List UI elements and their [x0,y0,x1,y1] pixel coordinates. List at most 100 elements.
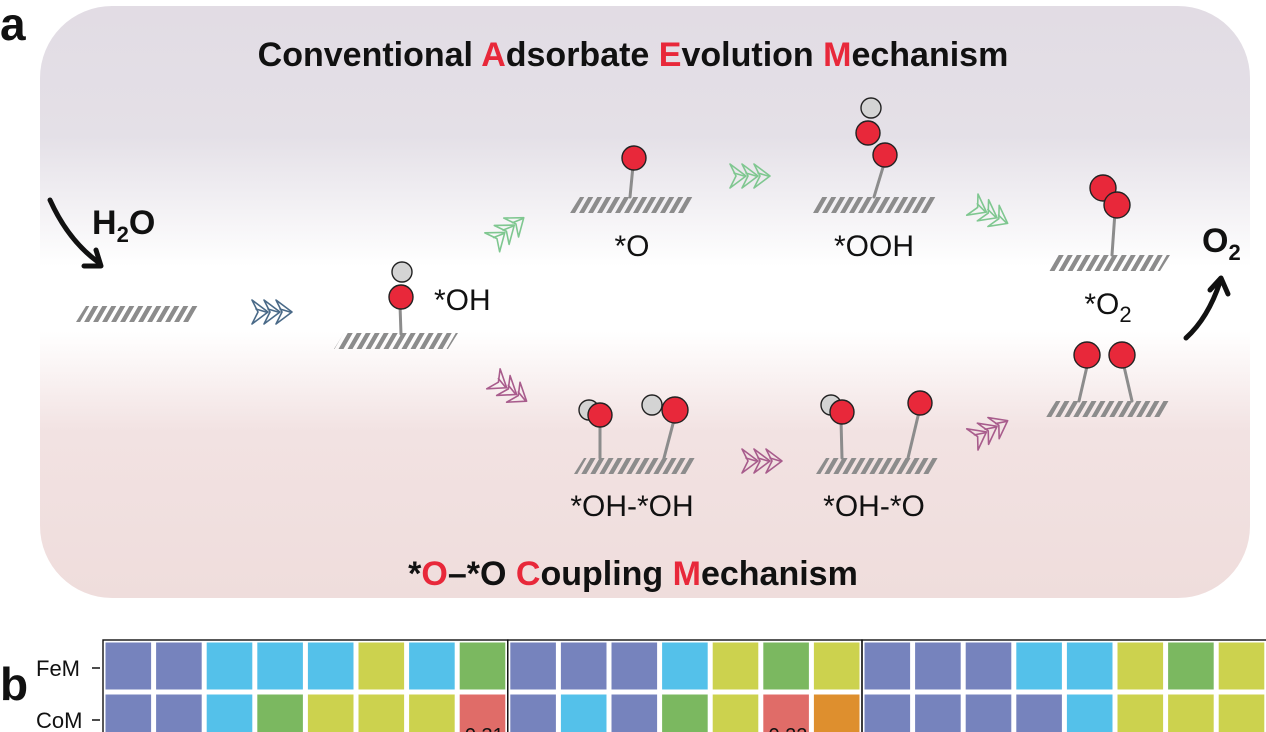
ohoh-surface [574,458,698,474]
heatmap-group-border [861,639,1266,732]
heatmap-cell [105,694,152,732]
heatmap-cell [611,694,658,732]
hydrogen-atom [391,261,413,283]
title-segment: M [673,555,701,593]
heatmap-cell [1117,694,1164,732]
oho-surface [816,458,940,474]
heatmap-cell [1016,642,1062,690]
title-segment: Conventional [258,36,482,74]
oxygen-atom [829,399,855,425]
title-segment: O [421,555,447,593]
heatmap-cell [965,642,1012,690]
atoms [388,97,1136,428]
heatmap-cell [915,642,961,690]
heatmap-value-label: 0.22 [768,725,807,732]
heatmap-cell [307,694,354,732]
title-segment: C [516,555,541,593]
heatmap-cell [1168,694,1214,732]
hydrogen-atom [641,394,663,416]
oo-coupled-surface [1046,401,1170,417]
panel-b-letter: b [0,658,28,710]
reactant-label: H2O [92,204,155,247]
label-oho: *OH-*O [823,490,925,523]
label-o: *O [614,230,649,263]
oxygen-atom [872,142,898,168]
heatmap-cell [1218,642,1265,690]
heatmap-cell [510,642,556,690]
heatmap-cell [712,642,759,690]
heatmap-cell [459,642,506,690]
title-segment: echanism [701,555,858,593]
water-inflow-arrowhead [81,247,104,269]
heatmap-cell [763,642,809,690]
heatmap-cell [510,694,556,732]
label-o2: *O2 [1084,288,1131,327]
heatmap-cell [763,694,809,732]
com-title: *O–*O Coupling Mechanism [408,555,858,593]
heatmap-cell [560,642,607,690]
aem-title: Conventional Adsorbate Evolution Mechani… [258,36,1009,74]
o2-surface [1046,255,1170,271]
oxygen-atom [587,402,613,428]
title-segment: volution [681,36,823,74]
heatmap-cell [864,642,911,690]
oh-surface [334,333,458,349]
heatmap-cell [358,642,405,690]
heatmap-cell [1066,694,1113,732]
heatmap-cell [1066,642,1113,690]
oxygen-atom [661,396,689,424]
heatmap-cell [307,642,354,690]
panel-a-background [40,6,1250,598]
title-segment: –*O [448,555,516,593]
label-ooh: *OOH [834,230,914,263]
water-inflow-arrow [47,197,101,265]
heatmap-cell [409,694,455,732]
oxygen-atom [855,120,881,146]
heatmap-cell [662,694,708,732]
panel-a-letter: a [0,0,26,50]
title-segment: echanism [851,36,1008,74]
title-segment: A [481,36,506,74]
heatmap-cell [864,694,911,732]
hydrogen-atom [860,97,882,119]
heatmap-cell [206,642,253,690]
heatmap-cell [358,694,405,732]
label-oh: *OH [434,284,491,317]
heatmap-value-label: 0.31 [465,725,504,732]
heatmap-cell [965,694,1012,732]
oxygen-atom [907,390,933,416]
heatmap-cell [1168,642,1214,690]
heatmap-cell [712,694,759,732]
heatmap-cell [1218,694,1265,732]
heatmap-cell [662,642,708,690]
row-label-0: FeM [36,656,80,681]
heatmap-cell [105,642,152,690]
heatmap-cell [1117,642,1164,690]
heatmap-cell [409,642,455,690]
oxygen-atom [1073,341,1101,369]
heatmap-cell [156,642,202,690]
oxygen-atom [1103,191,1131,219]
bare-surface [76,306,200,322]
o2-outflow-arrowhead [1207,275,1231,297]
oxygen-atom [1108,341,1136,369]
title-segment: oupling [540,555,672,593]
heatmap: 0.31 0.22 [102,639,1266,732]
heatmap-cell [257,642,303,690]
heatmap-cell [813,642,860,690]
product-label: O2 [1202,222,1241,265]
ooh-surface [812,197,936,213]
heatmap-cell [257,694,303,732]
heatmap-cell [459,694,506,732]
heatmap-cell [1016,694,1062,732]
heatmap-cell [611,642,658,690]
title-segment: M [823,36,851,74]
o2-outflow-arrow [1183,279,1223,341]
heatmap-cell [156,694,202,732]
oxygen-atom [621,145,647,171]
title-segment: dsorbate [506,36,659,74]
label-ohoh: *OH-*OH [570,490,693,523]
title-segment: * [408,555,422,593]
heatmap-cell [813,694,860,732]
